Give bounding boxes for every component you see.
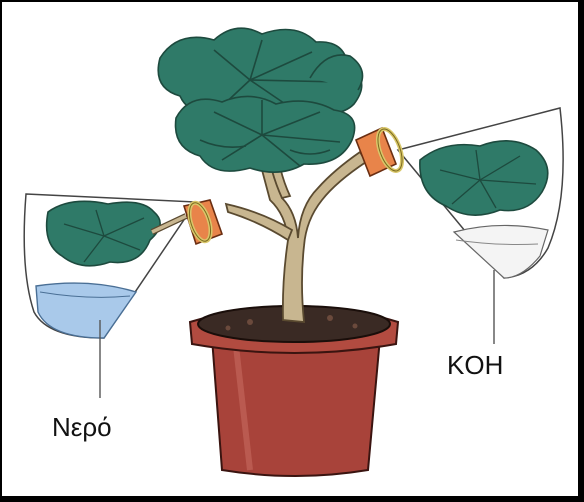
right-flask xyxy=(356,108,563,344)
top-leaves xyxy=(158,28,362,172)
water-label: Νερό xyxy=(52,414,112,440)
flower-pot xyxy=(190,306,398,476)
left-flask xyxy=(24,194,222,398)
koh-label: KOH xyxy=(447,352,503,378)
